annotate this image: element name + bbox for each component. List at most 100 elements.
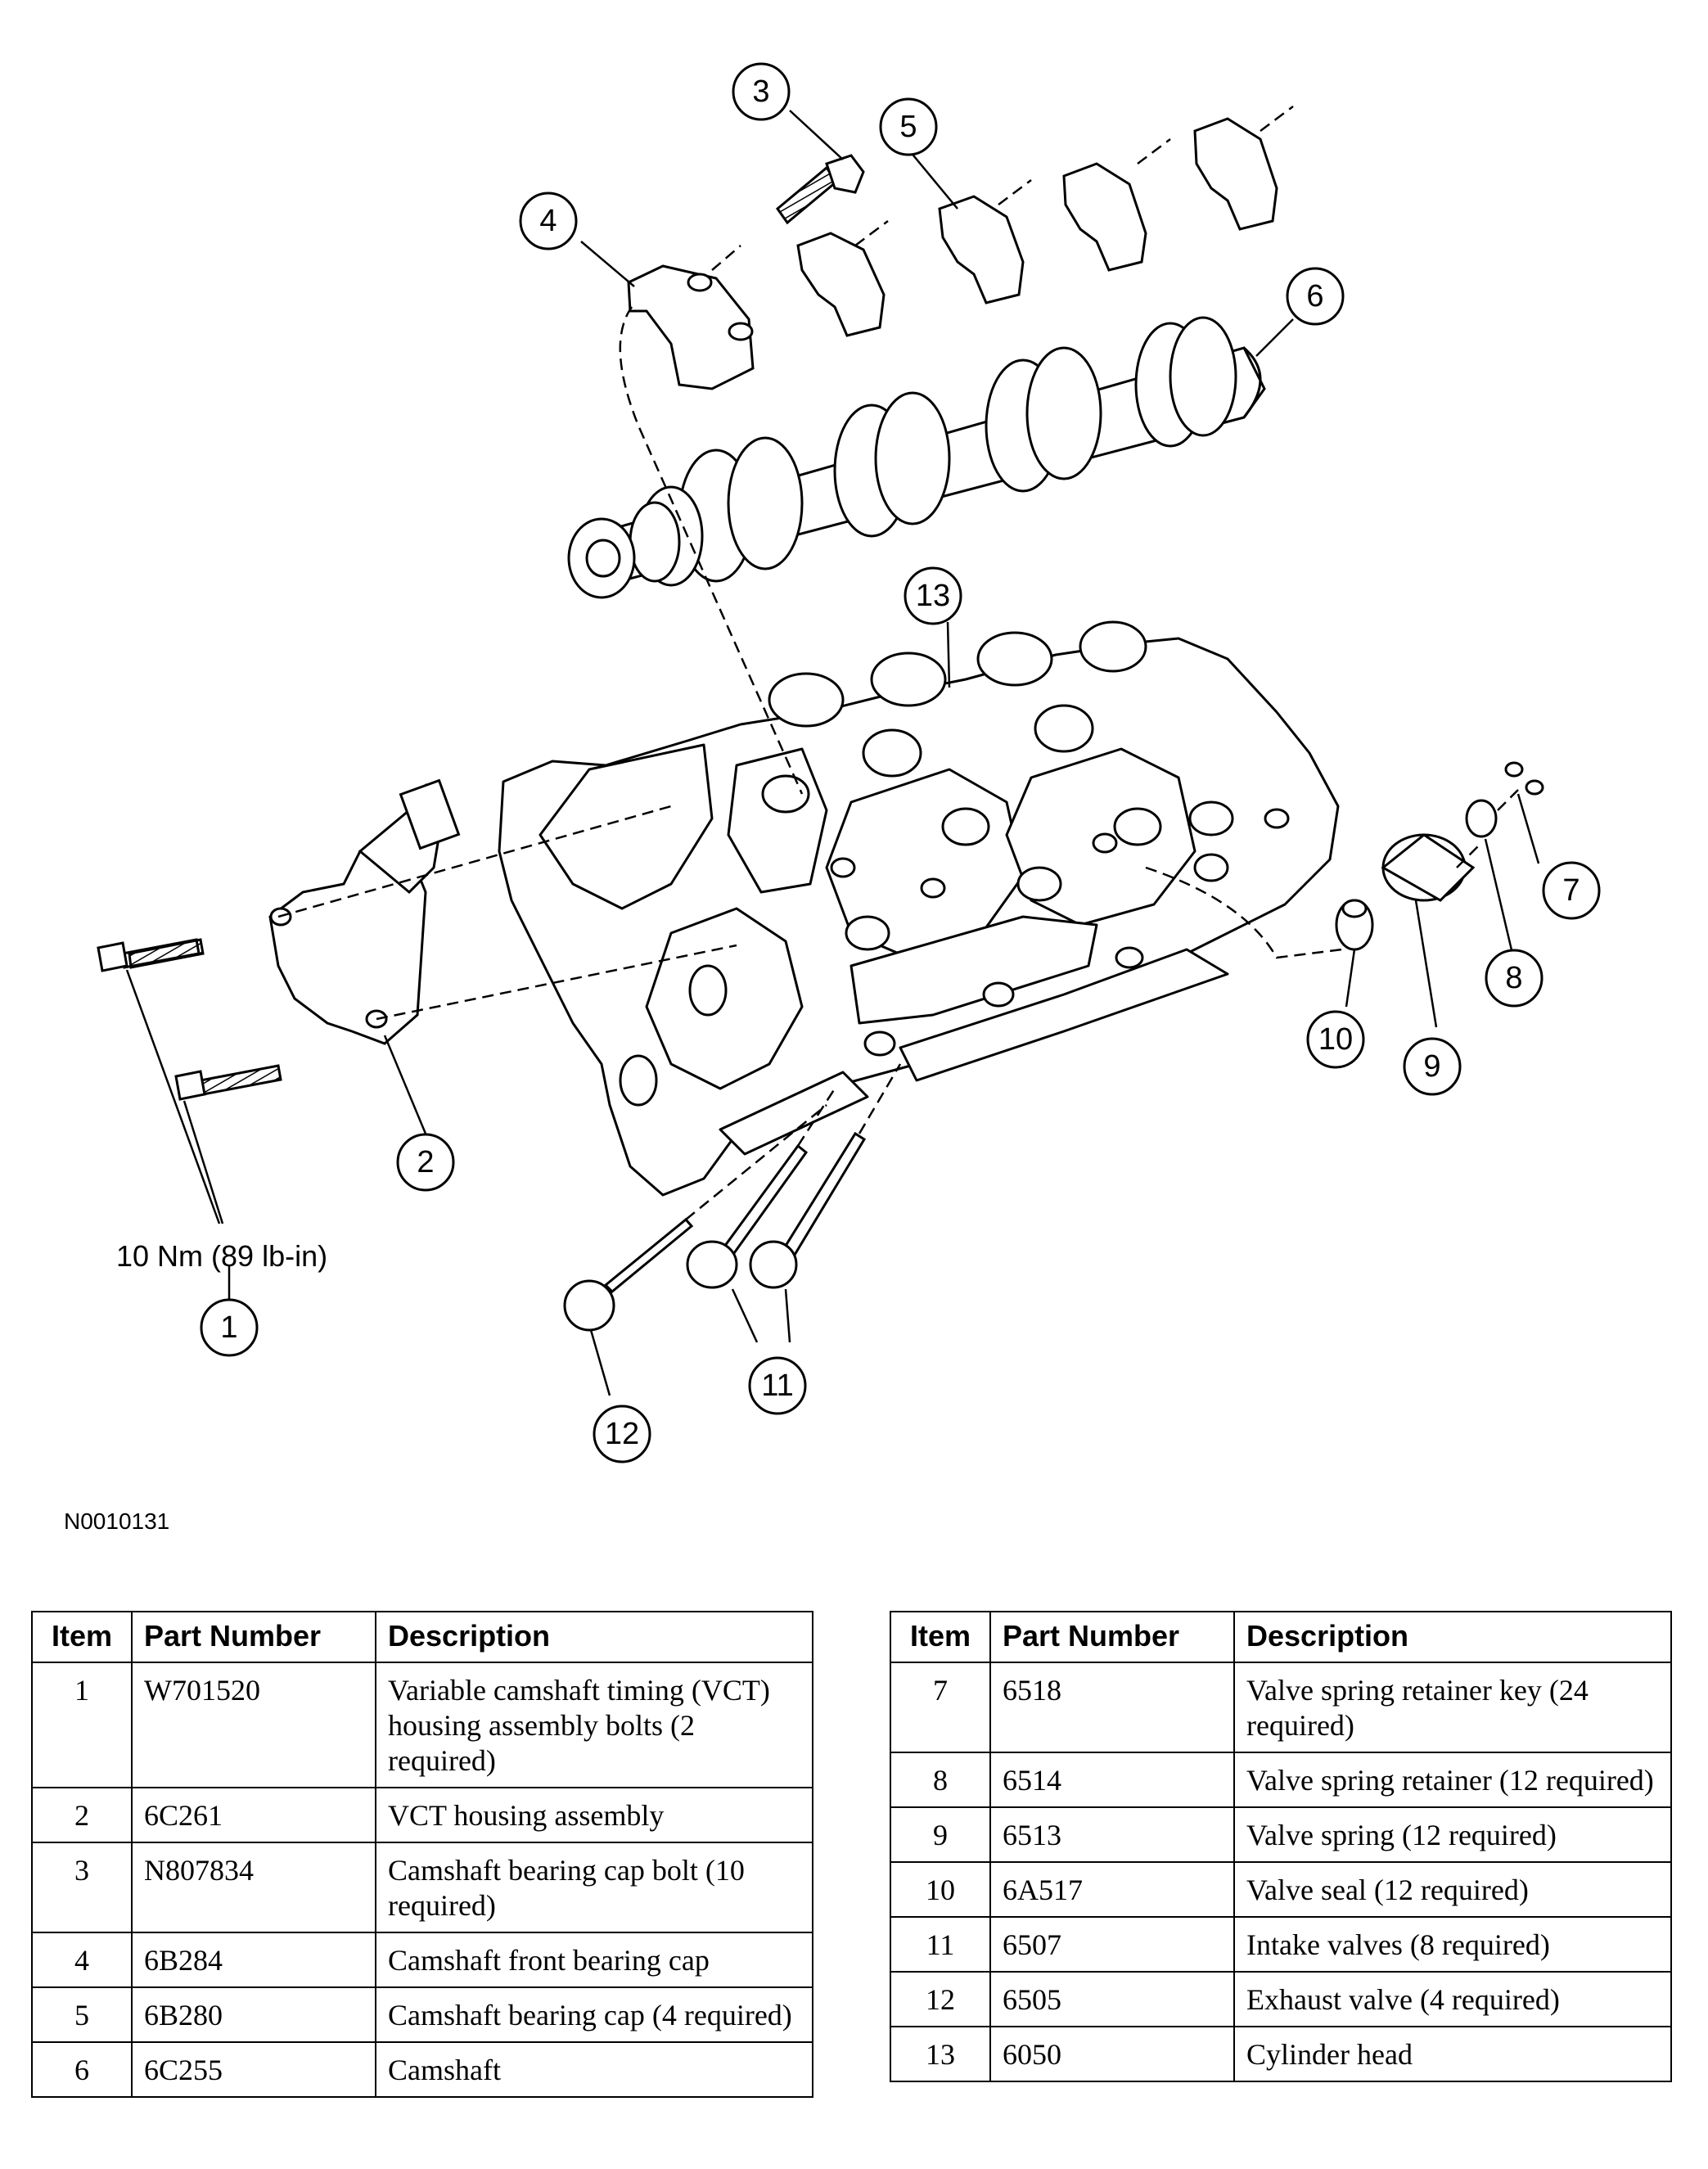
callout-2: 2 xyxy=(396,1133,455,1192)
callout-11: 11 xyxy=(748,1356,807,1415)
bearing-cap-bolt xyxy=(775,154,865,225)
vct-housing-assembly xyxy=(268,778,461,1045)
cell-item: 7 xyxy=(890,1662,991,1753)
cell-part-number: 6513 xyxy=(989,1806,1235,1863)
svg-text:5: 5 xyxy=(899,110,917,144)
callout-10: 10 xyxy=(1306,1010,1365,1069)
alignment-lines xyxy=(277,106,1519,1220)
svg-text:7: 7 xyxy=(1562,873,1580,908)
valve-spring-retainer xyxy=(1465,799,1498,838)
svg-text:2: 2 xyxy=(417,1145,434,1179)
header-part-number: Part Number xyxy=(131,1611,376,1663)
leader-lines xyxy=(125,110,1540,1396)
bearing-caps xyxy=(796,117,1278,337)
cell-description: VCT housing assembly xyxy=(375,1787,813,1843)
cell-description: Exhaust valve (4 required) xyxy=(1233,1971,1672,2027)
cell-part-number: 6C255 xyxy=(131,2041,376,2098)
figure-id: N0010131 xyxy=(64,1508,170,1534)
svg-text:4: 4 xyxy=(539,204,557,238)
svg-text:13: 13 xyxy=(916,579,950,613)
cell-item: 12 xyxy=(890,1971,991,2027)
svg-text:11: 11 xyxy=(761,1369,793,1403)
cell-part-number: 6505 xyxy=(989,1971,1235,2027)
cell-part-number: 6C261 xyxy=(131,1787,376,1843)
svg-text:3: 3 xyxy=(752,74,769,109)
svg-text:1: 1 xyxy=(220,1310,237,1345)
cell-description: Valve spring (12 required) xyxy=(1233,1806,1672,1863)
callout-3: 3 xyxy=(732,62,791,121)
cell-item: 11 xyxy=(890,1916,991,1973)
valves xyxy=(563,1131,867,1332)
cell-item: 2 xyxy=(31,1787,133,1843)
callout-1: 1 xyxy=(200,1298,259,1357)
cell-description: Camshaft bearing cap (4 required) xyxy=(375,1986,813,2043)
cell-part-number: 6050 xyxy=(989,2026,1235,2082)
svg-text:9: 9 xyxy=(1423,1049,1440,1084)
retainer-key-upper xyxy=(1504,761,1524,778)
callout-4: 4 xyxy=(519,192,578,250)
cell-item: 9 xyxy=(890,1806,991,1863)
svg-text:10: 10 xyxy=(1318,1022,1353,1057)
table-header-row: Item Part Number Description xyxy=(890,1611,1672,1663)
callout-13: 13 xyxy=(904,566,962,625)
cell-description: Variable camshaft timing (VCT) housing a… xyxy=(375,1662,813,1788)
svg-text:6: 6 xyxy=(1306,279,1323,313)
table-header-row: Item Part Number Description xyxy=(31,1611,813,1663)
exploded-parts-diagram: 1 2 3 4 5 6 7 8 9 10 11 12 xyxy=(97,62,1601,1463)
cell-part-number: 6B284 xyxy=(131,1932,376,1988)
cell-description: Valve seal (12 required) xyxy=(1233,1861,1672,1918)
cell-item: 13 xyxy=(890,2026,991,2082)
cell-part-number: 6518 xyxy=(989,1662,1235,1753)
cell-description: Valve spring retainer (12 required) xyxy=(1233,1752,1672,1808)
svg-text:8: 8 xyxy=(1505,961,1522,995)
callout-8: 8 xyxy=(1485,949,1544,1008)
cell-part-number: 6514 xyxy=(989,1752,1235,1808)
cell-item: 8 xyxy=(890,1752,991,1808)
svg-text:12: 12 xyxy=(605,1417,639,1451)
cylinder-head xyxy=(498,637,1340,1197)
valve-train-parts xyxy=(1335,761,1544,951)
cell-part-number: N807834 xyxy=(131,1842,376,1933)
retainer-key-lower xyxy=(1525,779,1544,796)
cell-description: Camshaft front bearing cap xyxy=(375,1932,813,1988)
callout-6: 6 xyxy=(1286,267,1345,326)
callout-9: 9 xyxy=(1403,1037,1462,1096)
cell-description: Camshaft xyxy=(375,2041,813,2098)
torque-spec-label: 10 Nm (89 lb-in) xyxy=(116,1239,327,1273)
header-item: Item xyxy=(890,1611,991,1663)
cell-item: 6 xyxy=(31,2041,133,2098)
camshaft xyxy=(567,316,1266,599)
cell-part-number: 6A517 xyxy=(989,1861,1235,1918)
cell-part-number: W701520 xyxy=(131,1662,376,1788)
callout-7: 7 xyxy=(1542,861,1601,920)
cell-item: 3 xyxy=(31,1842,133,1933)
cell-item: 10 xyxy=(890,1861,991,1918)
cell-description: Cylinder head xyxy=(1233,2026,1672,2082)
header-item: Item xyxy=(31,1611,133,1663)
cell-item: 4 xyxy=(31,1932,133,1988)
header-description: Description xyxy=(375,1611,813,1663)
cell-description: Valve spring retainer key (24 required) xyxy=(1233,1662,1672,1753)
header-description: Description xyxy=(1233,1611,1672,1663)
callout-12: 12 xyxy=(593,1405,651,1463)
vct-housing-bolts xyxy=(97,938,282,1101)
cell-part-number: 6507 xyxy=(989,1916,1235,1973)
cell-description: Camshaft bearing cap bolt (10 required) xyxy=(375,1842,813,1933)
cell-item: 1 xyxy=(31,1662,133,1788)
cell-item: 5 xyxy=(31,1986,133,2043)
